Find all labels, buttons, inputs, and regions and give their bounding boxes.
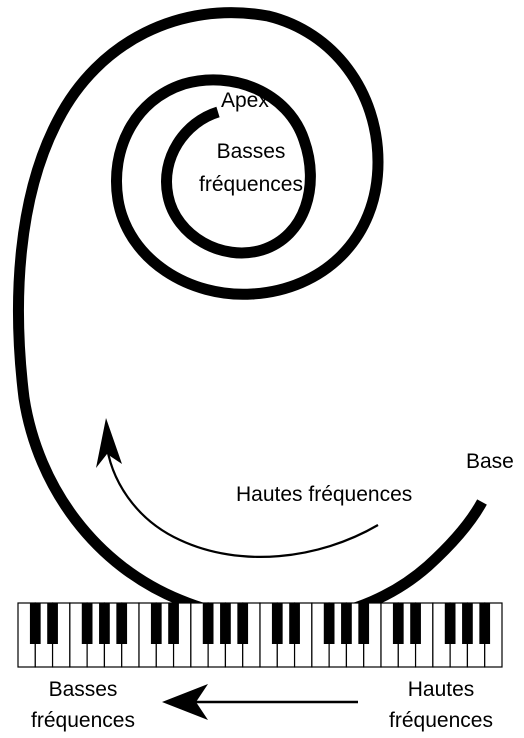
black-key bbox=[99, 603, 110, 644]
base-frequency-label: Hautes fréquences bbox=[236, 483, 413, 506]
keyboard-high-label-line2: fréquences bbox=[389, 709, 493, 732]
black-key bbox=[410, 603, 421, 644]
piano-keyboard bbox=[17, 602, 503, 668]
cochlea-spiral bbox=[12, 7, 487, 626]
base-label: Base bbox=[466, 450, 514, 473]
keyboard-high-label-line1: Hautes bbox=[407, 678, 475, 701]
keyboard-low-label-line1: Basses bbox=[48, 678, 118, 701]
black-key bbox=[202, 603, 214, 644]
black-key bbox=[116, 603, 128, 644]
black-key bbox=[237, 603, 249, 644]
black-key bbox=[81, 603, 93, 644]
black-key bbox=[150, 603, 162, 644]
black-key bbox=[462, 603, 473, 644]
keyboard-direction-arrow-head bbox=[162, 684, 208, 720]
black-key bbox=[289, 603, 300, 644]
black-key bbox=[392, 603, 404, 644]
black-key bbox=[479, 603, 491, 644]
keyboard-low-label-line2: fréquences bbox=[31, 709, 135, 732]
frequency-direction-arrow bbox=[104, 439, 379, 558]
black-key bbox=[444, 603, 456, 644]
black-key bbox=[47, 603, 58, 644]
black-key bbox=[168, 603, 179, 644]
curved-arrow-head bbox=[96, 418, 122, 468]
apex-frequency-label-line1: Basses bbox=[216, 140, 286, 163]
black-key bbox=[341, 603, 352, 644]
black-key bbox=[220, 603, 231, 644]
apex-frequency-label-line2: fréquences bbox=[199, 173, 303, 196]
black-key bbox=[29, 603, 41, 644]
black-key bbox=[271, 603, 283, 644]
black-key bbox=[358, 603, 370, 644]
apex-label: Apex bbox=[221, 89, 269, 112]
black-key bbox=[323, 603, 335, 644]
